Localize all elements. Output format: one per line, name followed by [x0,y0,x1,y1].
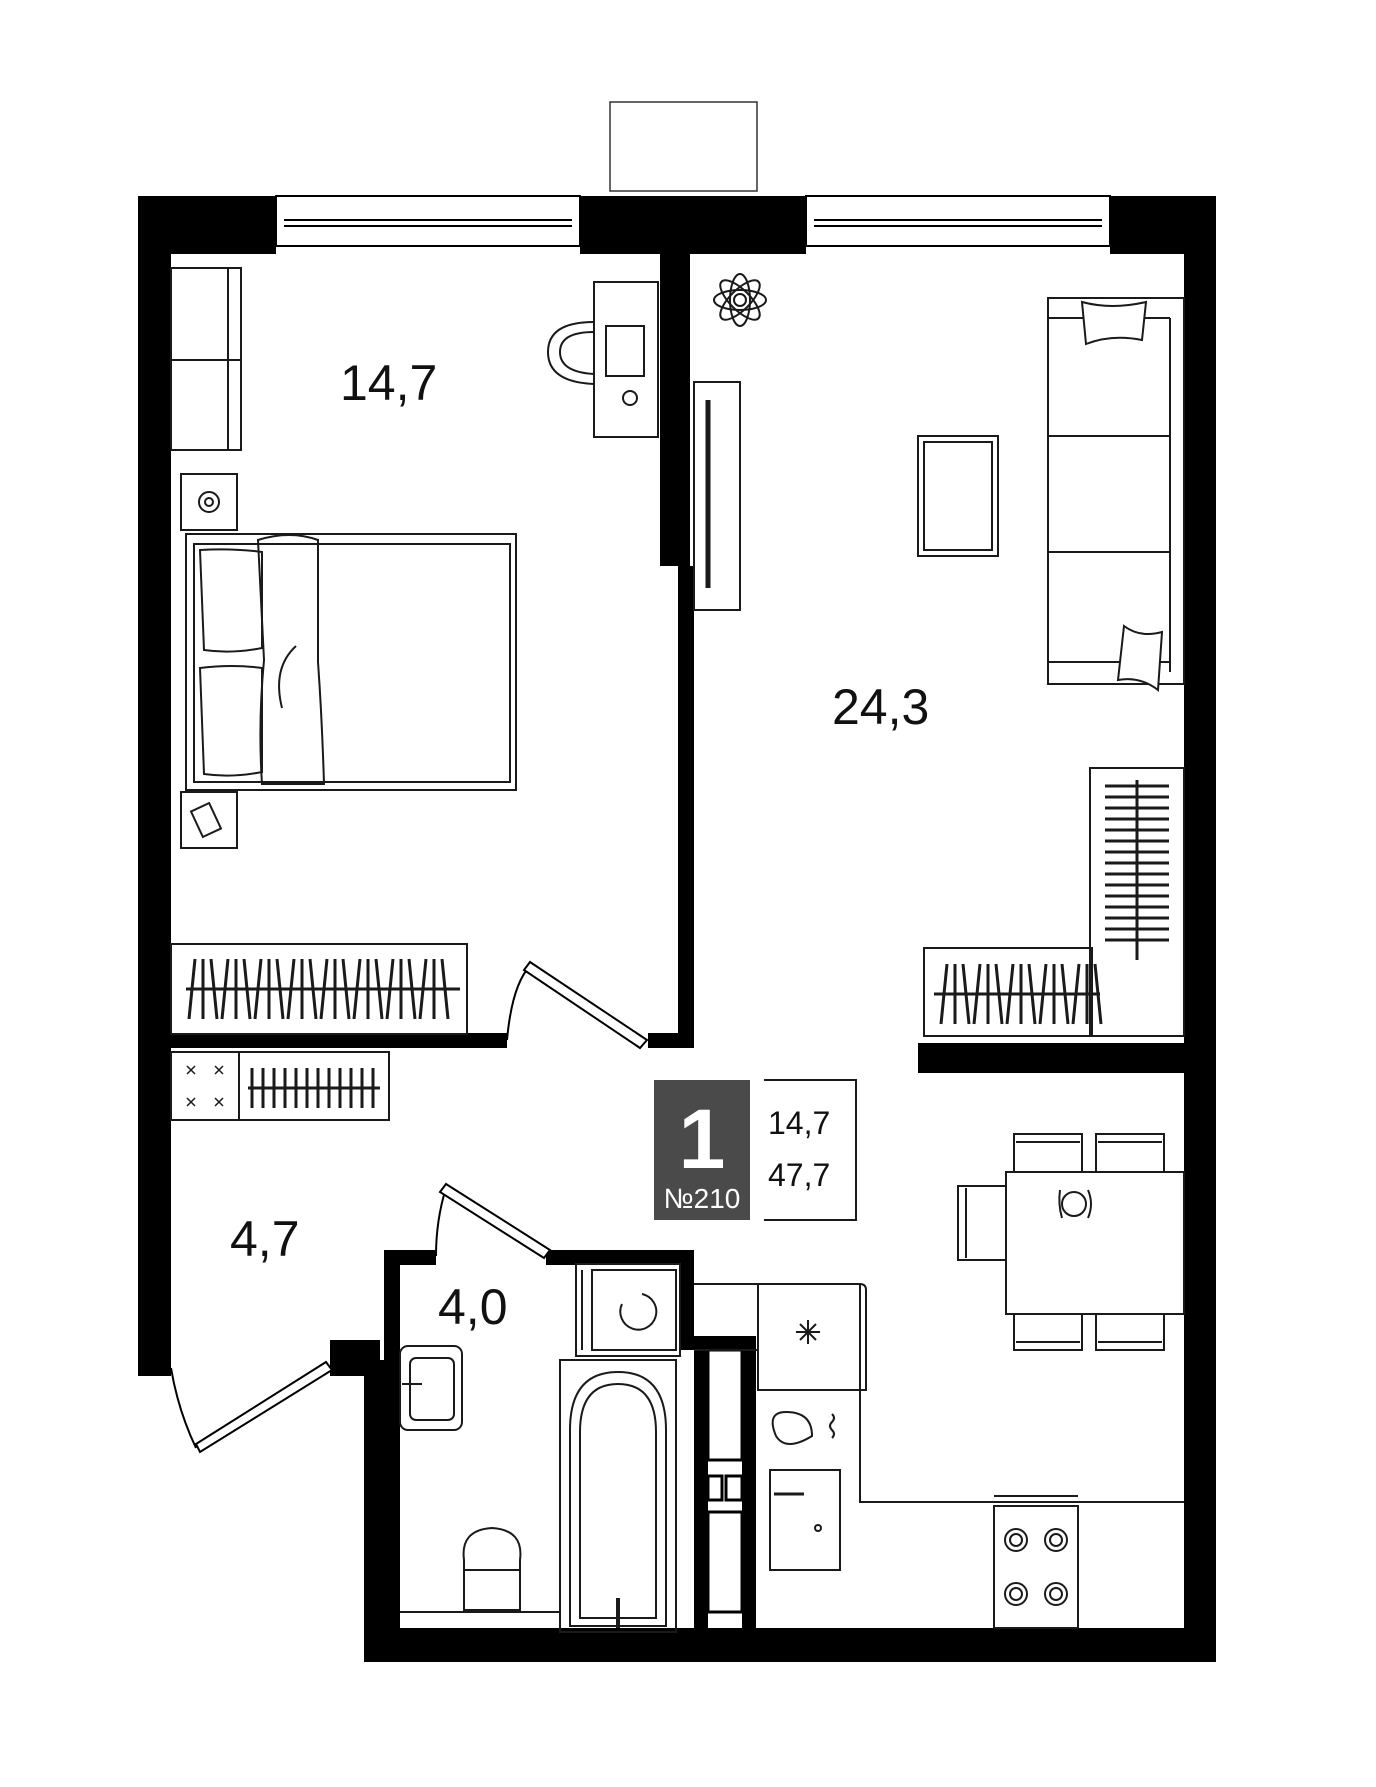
hanger-mark [939,963,949,1025]
hanger-mark [374,958,384,1020]
hanger-mark [242,958,252,1020]
hanger-mark [220,958,230,1020]
shoe-rack-marks [186,1065,224,1107]
info-bracket [764,1079,857,1221]
dining-set [957,1133,1185,1351]
hanger-mark [407,958,417,1020]
living-area-value: 14,7 [768,1105,830,1141]
hanger-mark [253,958,263,1020]
window-living [805,195,1111,247]
ventilation-shaft [706,1348,744,1614]
room-area-bathroom: 4,0 [438,1279,508,1335]
hanger-mark [1093,963,1103,1025]
apartment-info-badge: 1 №210 14,7 47,7 [654,1079,857,1221]
hanger-mark [1005,963,1015,1025]
room-area-living: 24,3 [832,679,929,735]
corner-wardrobe-hangers [939,784,1169,1025]
hanger-mark [440,958,450,1020]
hanger-mark [341,958,351,1020]
hanger-mark [972,963,982,1025]
walls [138,196,1216,1662]
bathroom-fixtures [399,1263,681,1633]
hanger-mark [308,958,318,1020]
hanger-mark [187,958,197,1020]
hanger-mark [209,958,219,1020]
hanger-mark [1071,963,1081,1025]
doors [170,960,649,1454]
living-furniture [693,273,1185,1037]
rooms-count-badge [654,1080,750,1220]
hallway-wardrobe-hangers [250,1068,375,1108]
total-area-value: 47,7 [768,1157,830,1193]
hanger-mark [961,963,971,1025]
hanger-mark [1027,963,1037,1025]
hanger-mark [1038,963,1048,1025]
hanger-mark [286,958,296,1020]
hanger-mark [418,958,428,1020]
room-area-bedroom: 14,7 [340,355,437,411]
hanger-mark [275,958,285,1020]
apartment-number: №210 [664,1183,741,1214]
kitchen-furniture [694,1283,1184,1629]
wardrobe-hangers [187,958,450,1020]
hanger-mark [352,958,362,1020]
room-area-hallway: 4,7 [230,1211,300,1267]
hanger-mark [994,963,1004,1025]
rooms-count: 1 [679,1092,726,1186]
hallway-furniture [170,1051,390,1121]
hanger-mark [319,958,329,1020]
hanger-mark [1060,963,1070,1025]
hanger-mark [385,958,395,1020]
window-bedroom [275,195,581,247]
outdoor-unit [609,101,758,192]
